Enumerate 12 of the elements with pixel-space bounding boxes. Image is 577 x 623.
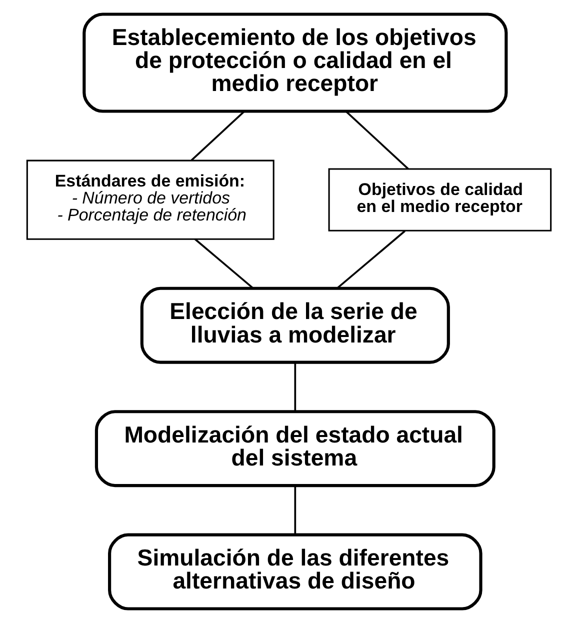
node-box: Objetivos de calidad en el medio receptor [328, 168, 552, 232]
node-box: Establecemiento de los objetivos de protección o calidad en el medio receptor [82, 12, 508, 113]
connector [336, 230, 405, 290]
connector [294, 486, 296, 535]
connector [194, 238, 253, 289]
connector [190, 110, 244, 161]
node-box: Estándares de emisión: - Número de vertidos - Porcentaje de retención [26, 160, 274, 240]
node-box: Modelización del estado actual del sistema [94, 410, 495, 488]
connector [294, 362, 296, 412]
node-box: Simulación de las diferentes alternativas de diseño [108, 533, 482, 610]
node-box: Elección de la serie de lluvias a modelizar [140, 286, 450, 364]
connector [345, 110, 408, 170]
